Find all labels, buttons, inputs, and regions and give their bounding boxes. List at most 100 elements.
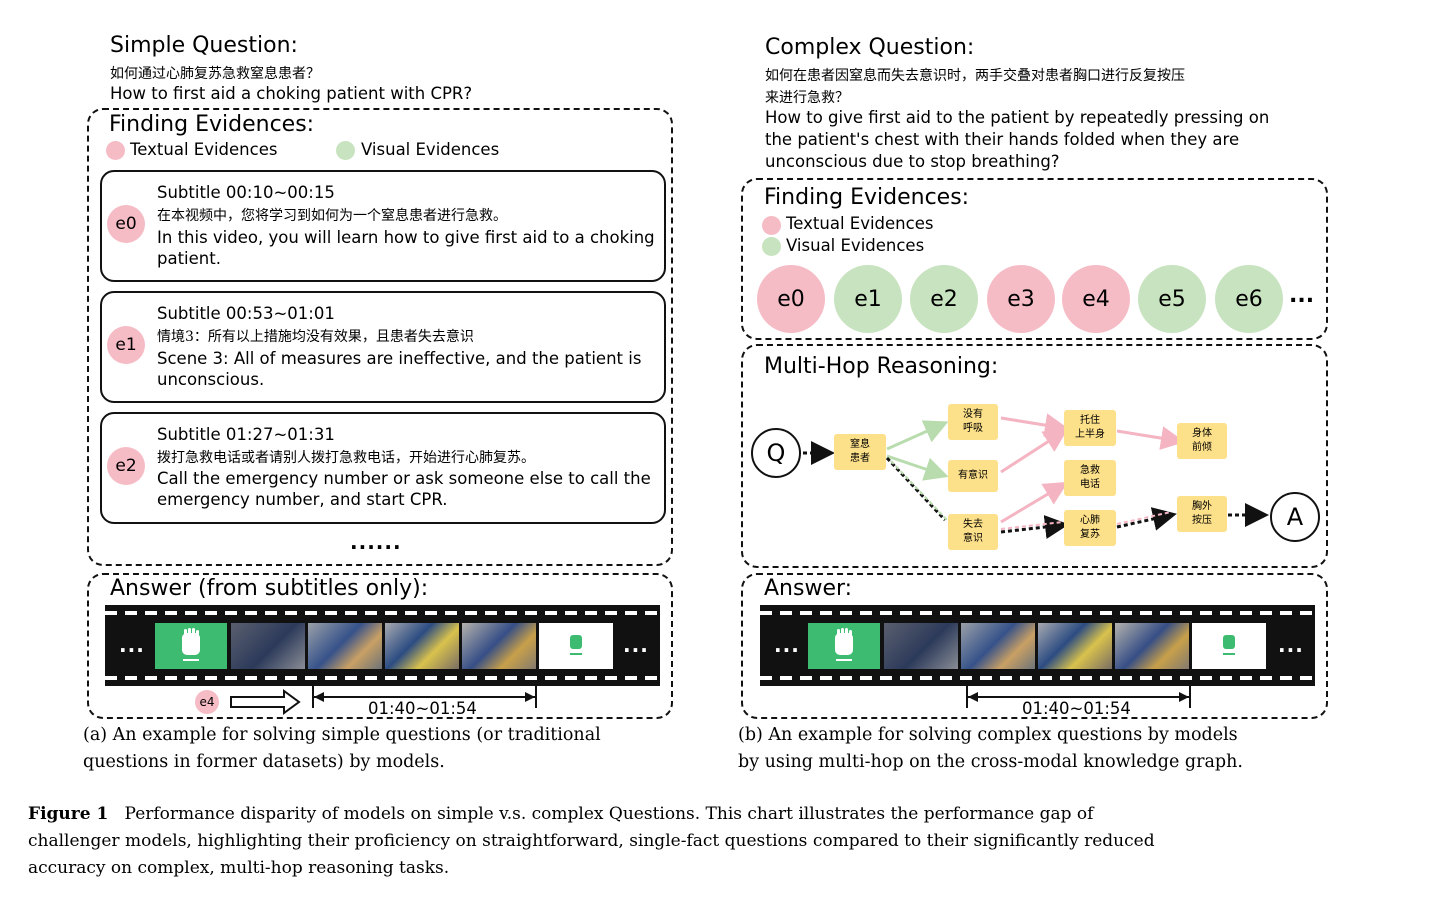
complex-question-cn-cont: 来进行急救？ [765, 90, 849, 106]
simple-question-title: Simple Question: [110, 33, 298, 58]
film-ellipsis-left: ... [119, 633, 145, 657]
simple-question-en: How to first aid a choking patient with … [110, 84, 473, 103]
evidence-card-e1 [100, 291, 666, 403]
reasoning-title: Multi-Hop Reasoning: [764, 354, 999, 379]
film-sprocket-top [760, 611, 1315, 615]
evidence-ball-e3: e3 [987, 265, 1055, 333]
video-frame-logo-white [539, 623, 613, 669]
video-frame-logo [155, 623, 227, 669]
complex-question-en-cont: the patient's chest with their hands fol… [765, 130, 1240, 149]
node-support-upper-body: 托住 上半身 [1064, 410, 1116, 446]
video-frame-scene [308, 623, 382, 669]
node-cpr: 心肺 复苏 [1064, 510, 1116, 546]
evidence-ball-e0: e0 [757, 265, 825, 333]
evidence-en: Scene 3: All of measures are ineffective… [157, 349, 642, 368]
visual-legend-label: Visual Evidences [361, 140, 500, 159]
evidence-badge-e2: e2 [107, 447, 145, 485]
left-evidence-box [87, 108, 673, 566]
evidence-time: Subtitle 00:53~01:01 [157, 304, 335, 323]
video-frame-scene [961, 623, 1035, 669]
evidence-en-cont: emergency number, and start CPR. [157, 490, 448, 509]
left-time-range: 01:40~01:54 [368, 699, 477, 718]
complex-question-title: Complex Question: [765, 35, 975, 60]
video-frame-scene [884, 623, 958, 669]
left-time-span-arrow [312, 686, 537, 708]
film-sprocket-bottom [105, 676, 660, 680]
hand-logo-icon [1223, 635, 1235, 655]
right-answer-title: Answer: [764, 576, 853, 601]
left-answer-box [87, 573, 673, 719]
film-ellipsis-right: ... [623, 633, 649, 657]
complex-question-en: How to give first aid to the patient by … [765, 108, 1270, 127]
right-caption-line2: by using multi-hop on the cross-modal kn… [738, 752, 1243, 772]
right-video-filmstrip: ... ... [760, 605, 1315, 686]
evidence-ball-e2: e2 [910, 265, 978, 333]
film-sprocket-bottom [760, 676, 1315, 680]
evidence-badge-e1: e1 [107, 326, 145, 364]
right-time-span-arrow [966, 686, 1191, 708]
film-ellipsis-left: ... [774, 633, 800, 657]
complex-question-en-cont: unconscious due to stop breathing? [765, 152, 1060, 171]
answer-badge-e4: e4 [195, 690, 219, 714]
evidence-en: In this video, you will learn how to giv… [157, 228, 655, 247]
right-finding-title: Finding Evidences: [764, 185, 970, 210]
hand-logo-icon [182, 628, 200, 661]
textual-legend-dot [762, 216, 781, 235]
evidence-ball-e6: e6 [1215, 265, 1283, 333]
textual-legend-dot [106, 141, 125, 160]
evidence-ball-e5: e5 [1138, 265, 1206, 333]
left-video-filmstrip: ... ... [105, 605, 660, 686]
evidence-card-e2 [100, 412, 666, 524]
evidence-en-cont: unconscious. [157, 370, 265, 389]
node-unconscious: 失去 意识 [948, 514, 998, 550]
video-frame-scene [462, 623, 536, 669]
evidence-balls-ellipsis: ... [1289, 283, 1315, 308]
more-evidences-ellipsis: ...... [350, 530, 402, 554]
figure-label: Figure 1 [28, 804, 109, 824]
reasoning-graph-edges [803, 413, 1269, 539]
film-ellipsis-right: ... [1278, 633, 1304, 657]
video-frame-logo [808, 623, 880, 669]
evidence-cn: 拨打急救电话或者请别人拨打急救电话，开始进行心肺复苏。 [157, 450, 535, 466]
left-caption-line2: questions in former datasets) by models. [83, 752, 445, 772]
right-evidence-box [741, 178, 1328, 340]
hand-logo-icon [570, 635, 582, 655]
right-answer-box [741, 573, 1328, 719]
textual-legend-label: Textual Evidences [786, 214, 934, 233]
hand-logo-icon [835, 628, 853, 661]
evidence-card-e0 [100, 170, 666, 282]
reasoning-box [741, 344, 1328, 568]
evidence-badge-e0: e0 [107, 205, 145, 243]
figure-caption-line2: challenger models, highlighting their pr… [28, 831, 1155, 851]
evidence-en-cont: patient. [157, 249, 221, 268]
evidence-time: Subtitle 01:27~01:31 [157, 425, 335, 444]
evidence-ball-e1: e1 [834, 265, 902, 333]
video-frame-scene [231, 623, 305, 669]
left-answer-title: Answer (from subtitles only): [110, 576, 429, 601]
complex-question-cn: 如何在患者因窒息而失去意识时，两手交叠对患者胸口进行反复按压 [765, 68, 1185, 84]
evidence-ball-e4: e4 [1062, 265, 1130, 333]
left-finding-title: Finding Evidences: [109, 112, 315, 137]
evidence-time: Subtitle 00:10~00:15 [157, 183, 335, 202]
evidence-cn: 情境3：所有以上措施均没有效果，且患者失去意识 [157, 329, 474, 345]
video-frame-scene [1115, 623, 1189, 669]
visual-legend-dot [762, 237, 781, 256]
node-chest-compression: 胸外 按压 [1177, 496, 1227, 532]
question-node: Q [751, 428, 801, 478]
textual-legend-label: Textual Evidences [130, 140, 278, 159]
figure-caption-text: Performance disparity of models on simpl… [124, 804, 1094, 824]
node-lean-forward: 身体 前倾 [1177, 423, 1227, 459]
node-conscious: 有意识 [948, 460, 998, 492]
evidence-en: Call the emergency number or ask someone… [157, 469, 651, 488]
node-no-breathing: 没有 呼吸 [948, 404, 998, 440]
node-emergency-call: 急救 电话 [1064, 460, 1116, 496]
left-caption-line1: (a) An example for solving simple questi… [83, 725, 601, 745]
simple-question-cn: 如何通过心肺复苏急救窒息患者？ [110, 66, 320, 82]
answer-node: A [1270, 492, 1320, 542]
video-frame-logo-white [1192, 623, 1266, 669]
visual-legend-label: Visual Evidences [786, 236, 925, 255]
right-time-range: 01:40~01:54 [1022, 699, 1131, 718]
video-frame-scene [385, 623, 459, 669]
film-sprocket-top [105, 611, 660, 615]
visual-legend-dot [336, 141, 355, 160]
